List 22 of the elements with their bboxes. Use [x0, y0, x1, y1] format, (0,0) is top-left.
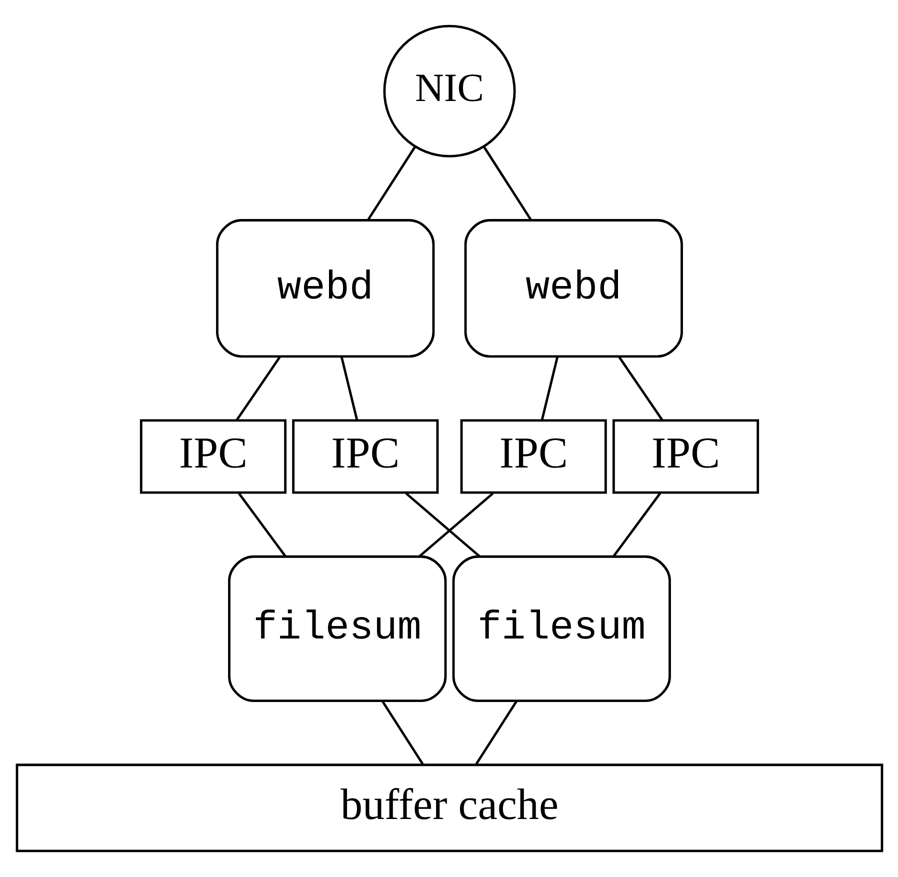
- connector: [612, 492, 660, 558]
- connector: [404, 492, 480, 558]
- connector: [238, 492, 286, 558]
- connector: [482, 146, 532, 220]
- node-box: webd: [464, 219, 682, 358]
- connector: [418, 492, 494, 558]
- connector: [366, 146, 416, 220]
- node-box: filesum: [452, 555, 670, 702]
- node-box: IPC: [460, 419, 606, 494]
- node-box: buffer cache: [15, 764, 883, 852]
- connector: [474, 700, 518, 765]
- node-box: IPC: [292, 419, 438, 494]
- node-box: webd: [216, 219, 434, 358]
- connector: [235, 356, 280, 421]
- node-box: filesum: [228, 555, 446, 702]
- node-box: IPC: [139, 419, 286, 494]
- node-box: IPC: [612, 419, 759, 494]
- node-circle: NIC: [382, 24, 516, 158]
- connector: [540, 356, 558, 420]
- connector: [618, 356, 663, 421]
- connector: [340, 356, 358, 420]
- connector: [380, 700, 424, 765]
